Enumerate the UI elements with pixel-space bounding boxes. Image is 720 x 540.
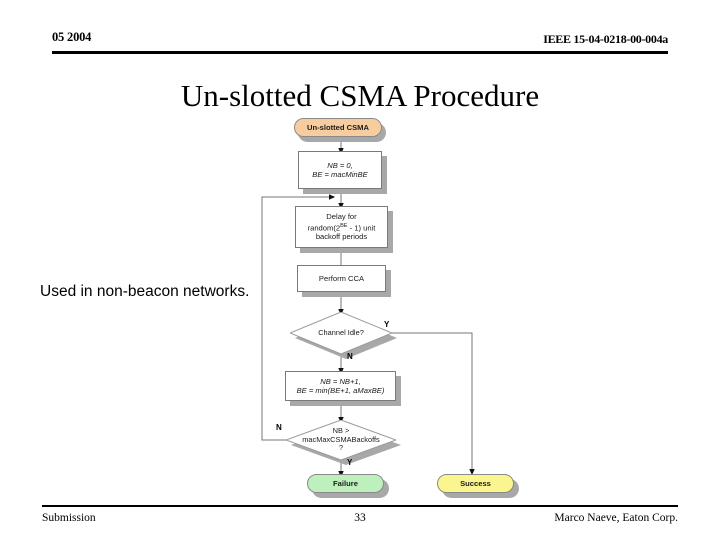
flow-node-delay-line2-pre: random(2 bbox=[307, 223, 341, 233]
slide-header: 05 2004 IEEE 15-04-0218-00-004a bbox=[52, 30, 668, 56]
flow-decision-channel-idle[interactable]: Channel Idle? bbox=[290, 312, 397, 359]
flow-node-success-label: Success bbox=[460, 478, 491, 488]
flow-decision-channel-idle-label: Channel Idle? bbox=[318, 327, 364, 337]
footer-divider bbox=[42, 505, 678, 507]
flow-node-failure-label: Failure bbox=[333, 478, 358, 488]
flow-node-init-line2: BE = macMinBE bbox=[312, 170, 368, 179]
flow-decision-backoff-limit-label: NB > macMaxCSMABackoffs ? bbox=[286, 420, 396, 460]
flow-decision-backoff-line3: ? bbox=[338, 443, 344, 453]
flow-node-delay-line1: Delay for bbox=[326, 212, 357, 222]
flow-node-increment-line2: BE = min(BE+1, aMaxBE) bbox=[296, 386, 385, 395]
flow-node-delay[interactable]: Delay for random(2BE - 1) unit backoff p… bbox=[295, 206, 388, 248]
flow-node-perform-cca[interactable]: Perform CCA bbox=[297, 265, 386, 292]
flow-node-delay-line2-post: - 1) unit bbox=[347, 223, 376, 233]
flow-node-delay-exponent: BE bbox=[340, 222, 348, 229]
footer-author: Marco Naeve, Eaton Corp. bbox=[554, 512, 678, 524]
backoff-diamond-shape bbox=[286, 420, 396, 461]
footer-submission: Submission bbox=[42, 512, 96, 524]
header-date: 05 2004 bbox=[52, 30, 92, 44]
flow-node-start[interactable]: Un-slotted CSMA bbox=[294, 118, 382, 137]
channel-diamond-shape bbox=[290, 312, 392, 355]
flow-node-delay-line2: random(2BE - 1) unit bbox=[308, 222, 376, 233]
flow-node-failure[interactable]: Failure bbox=[307, 474, 384, 493]
header-divider bbox=[52, 51, 668, 54]
flow-node-increment[interactable]: NB = NB+1, BE = min(BE+1, aMaxBE) bbox=[285, 371, 396, 401]
flow-node-increment-line1: NB = NB+1, bbox=[320, 376, 361, 386]
branch-label-backoff-no: N bbox=[276, 423, 282, 432]
flow-node-delay-line3: backoff periods bbox=[315, 232, 368, 242]
slide-footer: Submission 33 Marco Naeve, Eaton Corp. bbox=[42, 505, 678, 533]
page-title: Un-slotted CSMA Procedure bbox=[180, 78, 540, 113]
body-note: Used in non-beacon networks. bbox=[40, 283, 250, 300]
flow-node-init-line1: NB = 0, bbox=[327, 160, 353, 170]
branch-label-channel-yes: Y bbox=[384, 320, 390, 329]
flow-decision-backoff-line2: macMaxCSMABackoffs bbox=[302, 434, 380, 444]
flow-decision-backoff-line1: NB > bbox=[332, 426, 350, 436]
flow-node-success[interactable]: Success bbox=[437, 474, 514, 493]
flow-node-init[interactable]: NB = 0, BE = macMinBE bbox=[298, 151, 382, 189]
flow-node-start-label: Un-slotted CSMA bbox=[306, 122, 369, 132]
branch-label-backoff-yes: Y bbox=[347, 458, 353, 467]
branch-label-channel-no: N bbox=[347, 352, 353, 361]
footer-page-number: 33 bbox=[354, 512, 366, 524]
header-doc-id: IEEE 15-04-0218-00-004a bbox=[543, 32, 668, 46]
flow-decision-backoff-limit[interactable]: NB > macMaxCSMABackoffs ? bbox=[286, 420, 401, 465]
flow-node-perform-cca-label: Perform CCA bbox=[318, 273, 365, 283]
